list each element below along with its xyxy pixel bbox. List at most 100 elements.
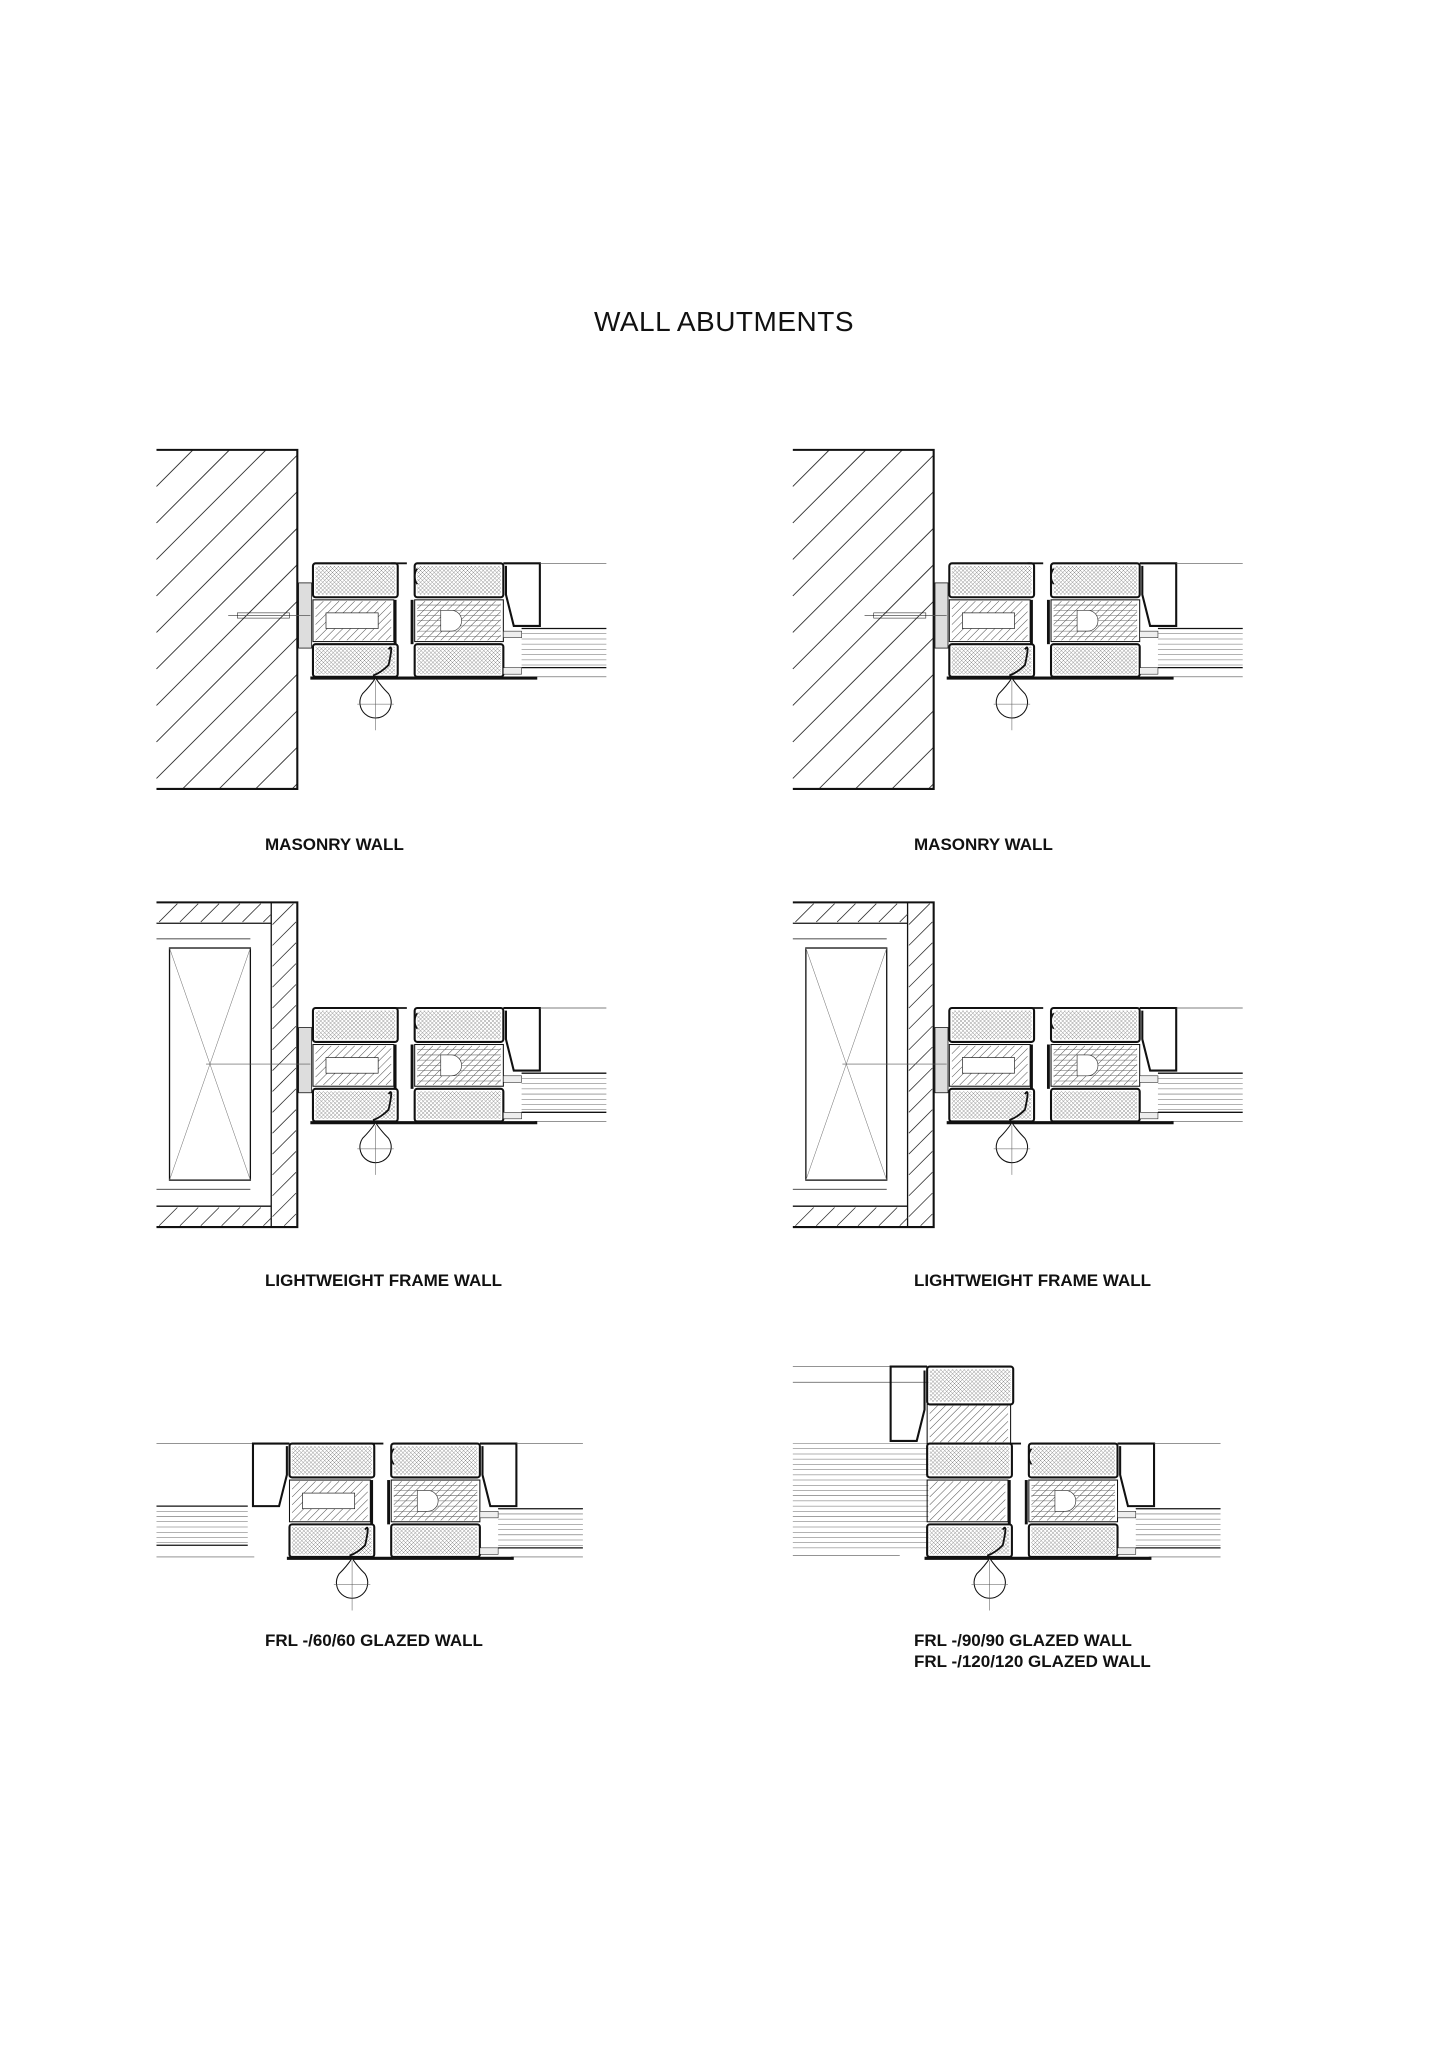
glazing-bead xyxy=(251,1442,290,1508)
hatch-line xyxy=(998,646,1027,675)
lightweight-wall xyxy=(156,901,299,1229)
hatch-line xyxy=(315,586,324,595)
hatch-line xyxy=(346,1499,368,1521)
hatch-line xyxy=(315,1106,328,1119)
hatch-line xyxy=(291,1481,308,1498)
hatch-line xyxy=(951,1106,964,1119)
hatch-line xyxy=(291,1550,297,1555)
glazing-tape xyxy=(479,1547,499,1555)
hatch-line xyxy=(303,1526,332,1555)
hatch-line xyxy=(377,1091,396,1109)
hatch-line xyxy=(929,1526,958,1555)
leaf-profile-top xyxy=(1027,1442,1119,1479)
hatch-line xyxy=(456,1533,478,1555)
frame-extension-top xyxy=(926,1365,1015,1406)
hatch-line xyxy=(1053,1106,1066,1119)
hatch-line xyxy=(466,1464,478,1475)
hatch-line xyxy=(156,491,298,633)
hatch-line xyxy=(1031,1546,1040,1555)
hatch-line xyxy=(1127,1109,1138,1119)
hatch-line xyxy=(908,963,933,988)
hatch-line xyxy=(389,668,396,675)
hatch-line xyxy=(475,649,501,675)
hatch-line xyxy=(291,1466,301,1475)
hatch-line xyxy=(954,565,984,595)
handle-hole xyxy=(416,1490,439,1512)
hatch-line xyxy=(929,1405,954,1430)
hatch-line xyxy=(951,565,972,586)
frame-profile-top xyxy=(311,562,399,599)
hatch-line xyxy=(393,672,396,675)
hatch-line xyxy=(1018,646,1032,660)
hatch-line xyxy=(404,1445,434,1475)
handle-hole xyxy=(1076,1054,1099,1077)
fixing-screw xyxy=(237,612,290,619)
handle-hole xyxy=(440,1054,462,1077)
hatch-line xyxy=(452,646,481,675)
hatch-line xyxy=(1053,646,1082,675)
hatch-line xyxy=(329,565,359,595)
hatch-line xyxy=(933,1526,962,1555)
hatch-line xyxy=(393,1462,406,1475)
hatch-line xyxy=(1135,646,1138,649)
hatch-line xyxy=(1091,565,1121,595)
hatch-line xyxy=(381,1105,396,1119)
hatch-line xyxy=(342,1091,371,1119)
hatch-line xyxy=(158,903,178,923)
hatch-line xyxy=(333,565,363,595)
hatch-line xyxy=(393,1481,426,1513)
hatch-line xyxy=(349,565,379,595)
hatch-line xyxy=(1100,646,1129,675)
hatch-line xyxy=(490,1010,501,1022)
hatch-line xyxy=(1056,1010,1086,1040)
hatch-line xyxy=(1093,1499,1116,1521)
hatch-line xyxy=(929,1369,942,1382)
hatch-line xyxy=(315,1095,340,1119)
hatch-line xyxy=(994,1428,1009,1443)
hatch-line xyxy=(1066,1526,1095,1555)
hatch-line xyxy=(491,646,501,657)
hatch-line xyxy=(331,1526,359,1555)
hatch-line xyxy=(242,1207,262,1227)
hatch-line xyxy=(1022,1109,1032,1119)
hatch-line xyxy=(1071,565,1101,595)
hatch-line xyxy=(321,1010,351,1040)
hatch-line xyxy=(1001,565,1031,595)
hatch-line xyxy=(400,1445,430,1475)
hatch-line xyxy=(419,1445,449,1475)
hatch-line xyxy=(958,565,988,595)
hatch-line xyxy=(428,1526,457,1555)
leaf-core xyxy=(1050,599,1141,643)
hatch-line xyxy=(988,1526,1010,1549)
hatch-line xyxy=(994,1445,1010,1461)
hatch-line xyxy=(350,1533,372,1555)
hatch-line xyxy=(323,1526,351,1555)
hatch-line xyxy=(483,1101,501,1119)
detail-masonry xyxy=(156,448,313,790)
hatch-line xyxy=(929,1481,954,1506)
hatch-line xyxy=(1071,1010,1101,1040)
hatch-line xyxy=(1053,567,1082,595)
hatch-line xyxy=(1063,565,1093,595)
hatch-line xyxy=(364,565,394,595)
hatch-line xyxy=(156,564,298,706)
hatch-line xyxy=(1097,1526,1116,1545)
hatch-line xyxy=(315,567,344,595)
hatch-line xyxy=(947,1369,981,1402)
hatch-line xyxy=(929,1481,962,1513)
hatch-line xyxy=(1028,1036,1032,1040)
hatch-line xyxy=(1007,1526,1010,1529)
glazing-bead xyxy=(1139,1006,1178,1072)
hatch-line xyxy=(452,1526,478,1552)
hatch-line xyxy=(331,1091,359,1119)
hatch-line xyxy=(929,1445,954,1470)
hatch-line xyxy=(323,646,351,675)
detail-glazed xyxy=(156,1442,290,1558)
hatch-line xyxy=(1109,1526,1116,1533)
hatch-line xyxy=(380,1010,396,1026)
hatch-line xyxy=(315,565,344,594)
seal xyxy=(413,568,418,585)
hatch-line xyxy=(483,1091,501,1109)
hatch-line xyxy=(482,576,501,595)
hatch-line xyxy=(1122,580,1138,595)
